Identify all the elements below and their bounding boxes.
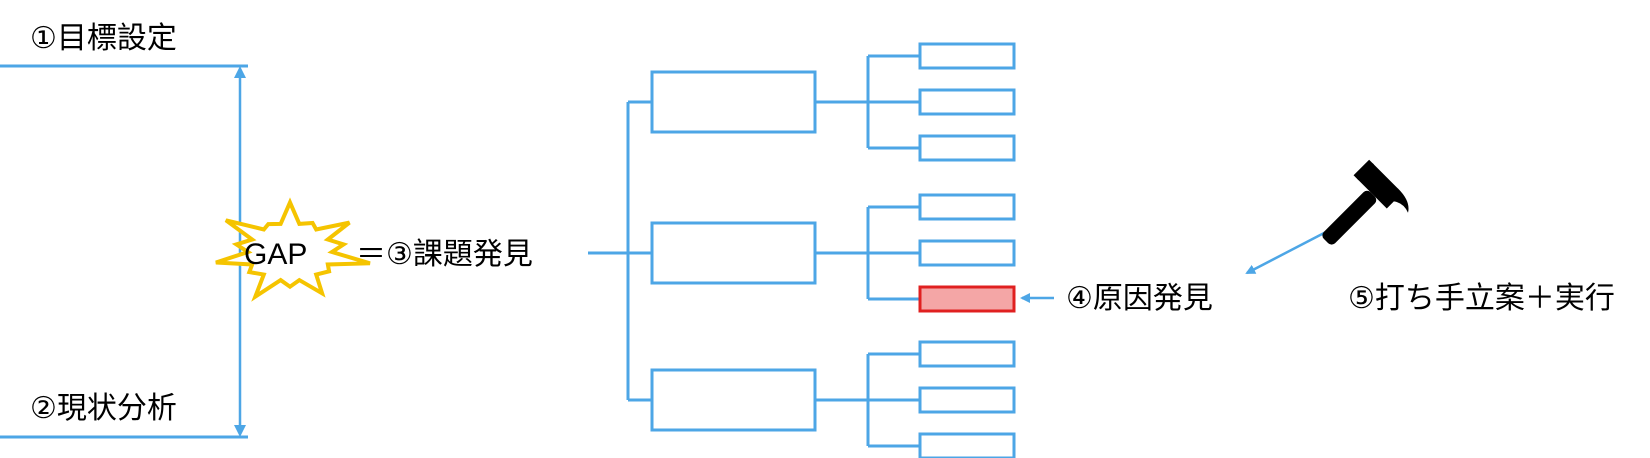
issue-label: ＝③課題発見 [356,237,533,272]
current-label: ②現状分析 [30,391,177,426]
cause-label: ④原因発見 [1066,281,1213,316]
action-label: ⑤打ち手立案＋実行 [1348,281,1615,316]
leaf-box [918,386,1016,414]
branch-box [650,221,817,285]
starburst-icon [215,197,371,302]
hammer-icon [1322,159,1409,245]
leaf-box [918,193,1016,221]
issue-tree [628,42,1016,458]
branch-box [650,70,817,134]
leaf-box [918,239,1016,267]
leaf-box [918,134,1016,162]
gap-arrow-head-top [234,66,246,78]
leaf-box [918,88,1016,116]
goal-label: ①目標設定 [30,21,177,56]
gap-arrow-head-bottom [234,425,246,437]
highlighted-leaf-box [918,285,1016,313]
leaf-box [918,340,1016,368]
action-arrow [1245,230,1327,275]
leaf-box [918,42,1016,70]
gap-label: GAP [244,238,307,271]
leaf-box [918,432,1016,458]
branch-box [650,368,817,432]
